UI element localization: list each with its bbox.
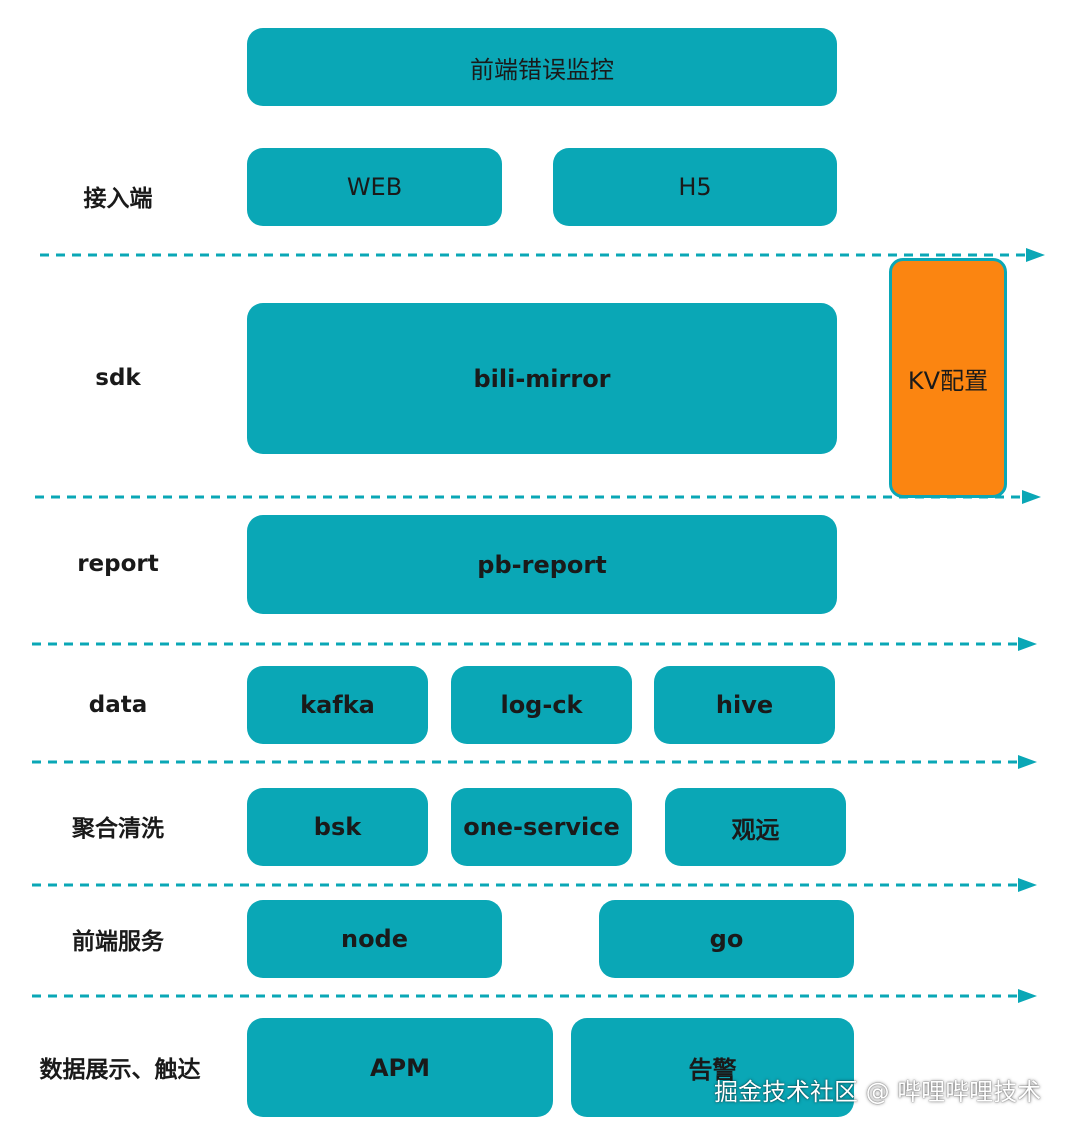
aggregate-bsk-label: bsk: [313, 813, 362, 841]
layer-label-data: data: [88, 692, 148, 718]
access-web-box: WEB: [247, 148, 502, 226]
kv-config-label: KV配置: [907, 366, 989, 395]
display-alert-label: 告警: [688, 1056, 737, 1084]
data-hive-box: hive: [654, 666, 835, 744]
divider-sdk-report: [35, 490, 1041, 504]
layer-label-report: report: [77, 551, 159, 577]
layer-label-sdk: sdk: [95, 365, 141, 391]
title-box: 前端错误监控: [247, 28, 837, 106]
divider-aggregate-service: [32, 878, 1037, 892]
display-alert-box: 告警: [571, 1018, 854, 1117]
service-node-label: node: [340, 925, 409, 953]
service-go-label: go: [709, 925, 744, 953]
divider-service-display: [32, 989, 1037, 1003]
data-hive-label: hive: [715, 691, 774, 719]
divider-data-aggregate: [32, 755, 1037, 769]
kv-config-box: KV配置: [889, 258, 1007, 498]
layer-label-access: 接入端: [83, 186, 153, 212]
layer-label-service: 前端服务: [72, 929, 164, 955]
display-apm-label: APM: [369, 1053, 431, 1082]
data-kafka-label: kafka: [300, 691, 375, 719]
divider-report-data: [32, 637, 1037, 651]
layer-label-display: 数据展示、触达: [39, 1057, 201, 1083]
sdk-bili-mirror-label: bili-mirror: [473, 364, 611, 393]
aggregate-one-service-box: one-service: [451, 788, 632, 866]
data-kafka-box: kafka: [247, 666, 428, 744]
sdk-bili-mirror-box: bili-mirror: [247, 303, 837, 454]
access-h5-box: H5: [553, 148, 837, 226]
divider-access-sdk: [40, 248, 1045, 262]
service-node-box: node: [247, 900, 502, 978]
layer-label-aggregate: 聚合清洗: [72, 816, 164, 842]
aggregate-bsk-box: bsk: [247, 788, 428, 866]
access-web-label: WEB: [346, 173, 403, 201]
watermark-text: 掘金技术社区 @ 哔哩哔哩技术: [714, 1078, 1042, 1106]
report-pb-report-label: pb-report: [477, 550, 607, 579]
access-h5-label: H5: [678, 173, 712, 201]
display-apm-box: APM: [247, 1018, 553, 1117]
report-pb-report-box: pb-report: [247, 515, 837, 614]
aggregate-one-service-label: one-service: [463, 813, 620, 841]
data-log-ck-label: log-ck: [500, 691, 583, 719]
title-text: 前端错误监控: [470, 55, 614, 84]
aggregate-guanyuan-label: 观远: [731, 815, 780, 844]
service-go-box: go: [599, 900, 854, 978]
aggregate-guanyuan-box: 观远: [665, 788, 846, 866]
data-log-ck-box: log-ck: [451, 666, 632, 744]
